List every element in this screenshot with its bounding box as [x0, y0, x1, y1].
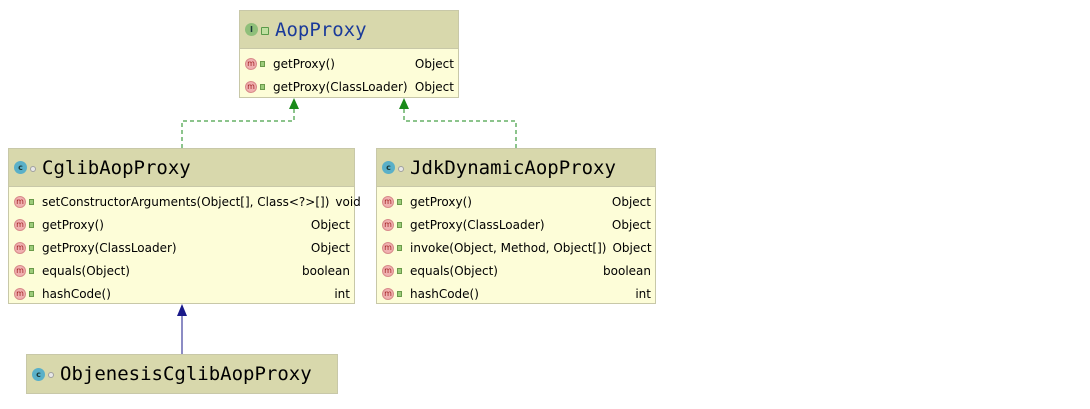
class-box-aopproxy[interactable]: I AopProxy m getProxy() Object m getProxy(Cl…: [239, 10, 459, 98]
method-name: hashCode(): [42, 286, 111, 301]
method-icon: m: [382, 287, 394, 300]
class-box-cglibaopproxy[interactable]: c CglibAopProxy m setConstructorArguments…: [8, 148, 361, 307]
public-lock-icon: [261, 26, 269, 35]
implements-edge-cglib: [181, 108, 295, 148]
method-name: getProxy(ClassLoader): [273, 79, 408, 94]
method-name: getProxy(): [410, 194, 472, 209]
public-lock-icon: [260, 83, 265, 90]
package-private-icon: [30, 165, 36, 172]
method-icon: m: [382, 241, 394, 254]
method-return-type: Object: [310, 240, 350, 255]
class-header: c ObjenesisCglibAopProxy: [27, 355, 337, 393]
extends-arrowhead-objenesis: [177, 304, 187, 316]
public-lock-icon: [260, 60, 265, 67]
class-box-jdkdynamicaopproxy[interactable]: c JdkDynamicAopProxy m getProxy() Object m g…: [376, 148, 656, 304]
method-icon: m: [245, 57, 257, 70]
method-list: m setConstructorArguments(Object[], Class…: [9, 187, 361, 307]
method-return-type: int: [635, 286, 651, 301]
public-lock-icon: [29, 221, 34, 228]
package-private-icon: [48, 372, 54, 378]
method-list: m getProxy() Object m getProxy(ClassLoader) O…: [240, 49, 458, 100]
method-name: getProxy(ClassLoader): [410, 217, 545, 232]
method-row[interactable]: m setConstructorArguments(Object[], Class…: [9, 190, 361, 213]
method-name: invoke(Object, Method, Object[]): [410, 240, 607, 255]
method-row[interactable]: m getProxy() Object: [377, 190, 655, 213]
method-return-type: Object: [414, 56, 454, 71]
public-lock-icon: [397, 267, 402, 274]
method-name: hashCode(): [410, 286, 479, 301]
method-row[interactable]: m getProxy(ClassLoader) Object: [240, 75, 458, 98]
public-lock-icon: [397, 221, 402, 228]
method-return-type: Object: [612, 240, 652, 255]
class-box-objenesiscglibaopproxy[interactable]: c ObjenesisCglibAopProxy: [26, 354, 338, 394]
method-icon: m: [382, 218, 394, 231]
method-return-type: void: [335, 194, 361, 209]
method-row[interactable]: m hashCode() int: [377, 282, 655, 305]
package-private-icon: [398, 165, 404, 172]
method-return-type: Object: [611, 217, 651, 232]
implements-arrowhead-cglib: [289, 98, 299, 109]
method-icon: m: [14, 241, 26, 254]
class-icon: c: [32, 367, 45, 381]
method-return-type: boolean: [603, 263, 651, 278]
method-row[interactable]: m hashCode() int: [9, 282, 354, 305]
method-name: getProxy(): [273, 56, 335, 71]
method-return-type: Object: [611, 194, 651, 209]
method-row[interactable]: m equals(Object) boolean: [9, 259, 354, 282]
method-return-type: boolean: [302, 263, 350, 278]
public-lock-icon: [29, 290, 34, 297]
interface-icon: I: [245, 23, 258, 36]
class-icon: c: [14, 161, 27, 174]
class-header: c CglibAopProxy: [9, 149, 354, 187]
public-lock-icon: [29, 198, 34, 205]
method-row[interactable]: m getProxy(ClassLoader) Object: [377, 213, 655, 236]
implements-edge-jdk: [403, 108, 517, 148]
method-icon: m: [382, 264, 394, 277]
method-row[interactable]: m getProxy(ClassLoader) Object: [9, 236, 354, 259]
method-row[interactable]: m getProxy() Object: [240, 52, 458, 75]
method-name: equals(Object): [42, 263, 130, 278]
class-title: JdkDynamicAopProxy: [410, 156, 616, 179]
class-title: CglibAopProxy: [42, 156, 191, 179]
method-name: setConstructorArguments(Object[], Class<…: [42, 194, 330, 209]
method-return-type: int: [334, 286, 350, 301]
class-header: I AopProxy: [240, 11, 458, 49]
public-lock-icon: [397, 290, 402, 297]
public-lock-icon: [397, 244, 402, 251]
class-header: c JdkDynamicAopProxy: [377, 149, 655, 187]
method-return-type: Object: [310, 217, 350, 232]
method-icon: m: [14, 218, 26, 231]
class-icon: c: [382, 161, 395, 174]
method-icon: m: [245, 80, 257, 93]
method-row[interactable]: m getProxy() Object: [9, 213, 354, 236]
class-title: ObjenesisCglibAopProxy: [60, 363, 312, 385]
public-lock-icon: [397, 198, 402, 205]
method-icon: m: [14, 195, 26, 208]
method-icon: m: [14, 264, 26, 277]
method-name: equals(Object): [410, 263, 498, 278]
method-row[interactable]: m equals(Object) boolean: [377, 259, 655, 282]
method-icon: m: [14, 287, 26, 300]
method-list: m getProxy() Object m getProxy(ClassLoader) O…: [377, 187, 655, 307]
implements-arrowhead-jdk: [399, 98, 409, 109]
class-title: AopProxy: [275, 18, 367, 41]
public-lock-icon: [29, 267, 34, 274]
public-lock-icon: [29, 244, 34, 251]
method-return-type: Object: [414, 79, 454, 94]
method-row[interactable]: m invoke(Object, Method, Object[]) Object: [377, 236, 655, 259]
method-name: getProxy(ClassLoader): [42, 240, 177, 255]
method-icon: m: [382, 195, 394, 208]
method-name: getProxy(): [42, 217, 104, 232]
